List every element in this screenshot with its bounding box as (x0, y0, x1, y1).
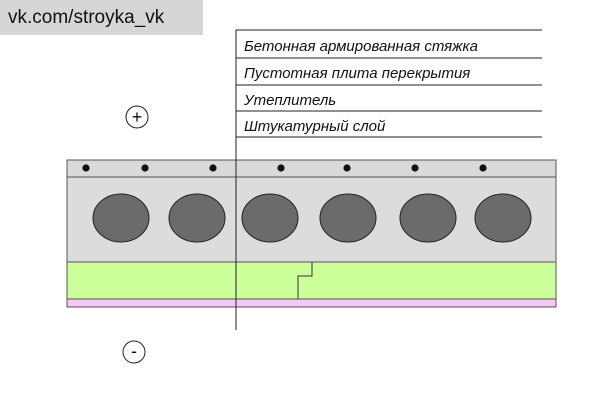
plus-sign-circle (125, 105, 149, 129)
slab-void (474, 193, 532, 243)
plaster-layer (66, 298, 557, 308)
layer-label-insulation: Утеплитель (244, 92, 337, 109)
slab-void (92, 193, 150, 243)
layer-label-screed: Бетонная армированная стяжка (244, 38, 478, 55)
rebar-dot (343, 164, 351, 172)
slab-void (241, 193, 299, 243)
plus-sign: + (131, 107, 143, 127)
rebar-dot (209, 164, 217, 172)
slab-void (319, 193, 377, 243)
rebar-dot (479, 164, 487, 172)
reinforcement-dots (82, 164, 487, 172)
layer-label-plaster: Штукатурный слой (244, 118, 386, 135)
rebar-dot (411, 164, 419, 172)
slab-void (168, 193, 226, 243)
insulation-joint-line (297, 262, 313, 299)
rebar-dot (82, 164, 90, 172)
slab-voids (92, 193, 532, 243)
slab-void (399, 193, 457, 243)
rebar-dot (141, 164, 149, 172)
rebar-dot (277, 164, 285, 172)
minus-sign: - (131, 341, 137, 361)
watermark: vk.com/stroyka_vk (0, 0, 203, 35)
minus-sign-circle (122, 340, 146, 364)
layer-label-slab: Пустотная плита перекрытия (244, 65, 471, 82)
